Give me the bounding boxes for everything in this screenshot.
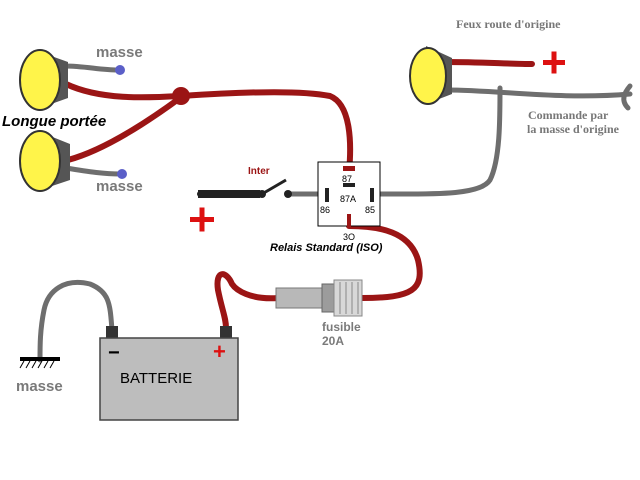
commande-label-1: Commande par [528,108,609,122]
lamp-top-right [409,46,452,105]
wire-85-to-command [371,85,503,197]
fusible-label: fusible [322,320,361,334]
wire-fuse-to-battery [214,271,281,331]
wire-junction-to-87 [179,89,354,175]
relay-label: Relais Standard (ISO) [270,242,383,254]
inter-label: Inter [248,166,270,177]
wire-lamp2-to-junction [65,95,183,163]
relay-pin-86: 86 [320,205,330,215]
wire-battery-minus-ground [37,280,115,363]
lamp-bottom-left [19,130,70,192]
wire-lamp1-to-junction [63,81,183,101]
relay-pin-87: 87 [342,174,352,184]
wire-30-to-fuse [346,223,423,301]
masse-label-top: masse [96,44,143,61]
wire-feux-route-plus [443,59,535,67]
fuse [275,279,363,317]
masse-dot-mid [117,169,127,179]
masse-dot-top [115,65,125,75]
relay-pin-85: 85 [365,205,375,215]
battery-minus: − [108,342,120,364]
commande-label-2: la masse d'origine [527,122,620,136]
plus-icon-feux-route [543,51,565,74]
relay-pin-87a: 87A [340,194,356,204]
wire-feux-route-b [621,83,633,111]
relay-pin-30: 3O [343,232,355,242]
longue-portee-label: Longue portée [2,113,106,130]
masse-label-bottom: masse [16,378,63,395]
wire-lamp2-masse [63,165,123,177]
relay [317,161,381,228]
wire-lamp1-masse [61,63,121,73]
ground-symbol [19,357,60,369]
wire-feux-route-a [443,87,633,99]
fusible-rating-label: 20A [322,334,344,348]
battery-plus: + [213,339,226,364]
battery-label: BATTERIE [120,370,192,387]
lamp-top-left [19,49,68,111]
junction-node [172,87,190,105]
switch [198,178,292,198]
plus-icon-switch [190,207,214,232]
masse-label-mid: masse [96,178,143,195]
feux-route-label: Feux route d'origine [456,17,561,31]
ground-wires [37,63,633,363]
battery [99,326,239,421]
